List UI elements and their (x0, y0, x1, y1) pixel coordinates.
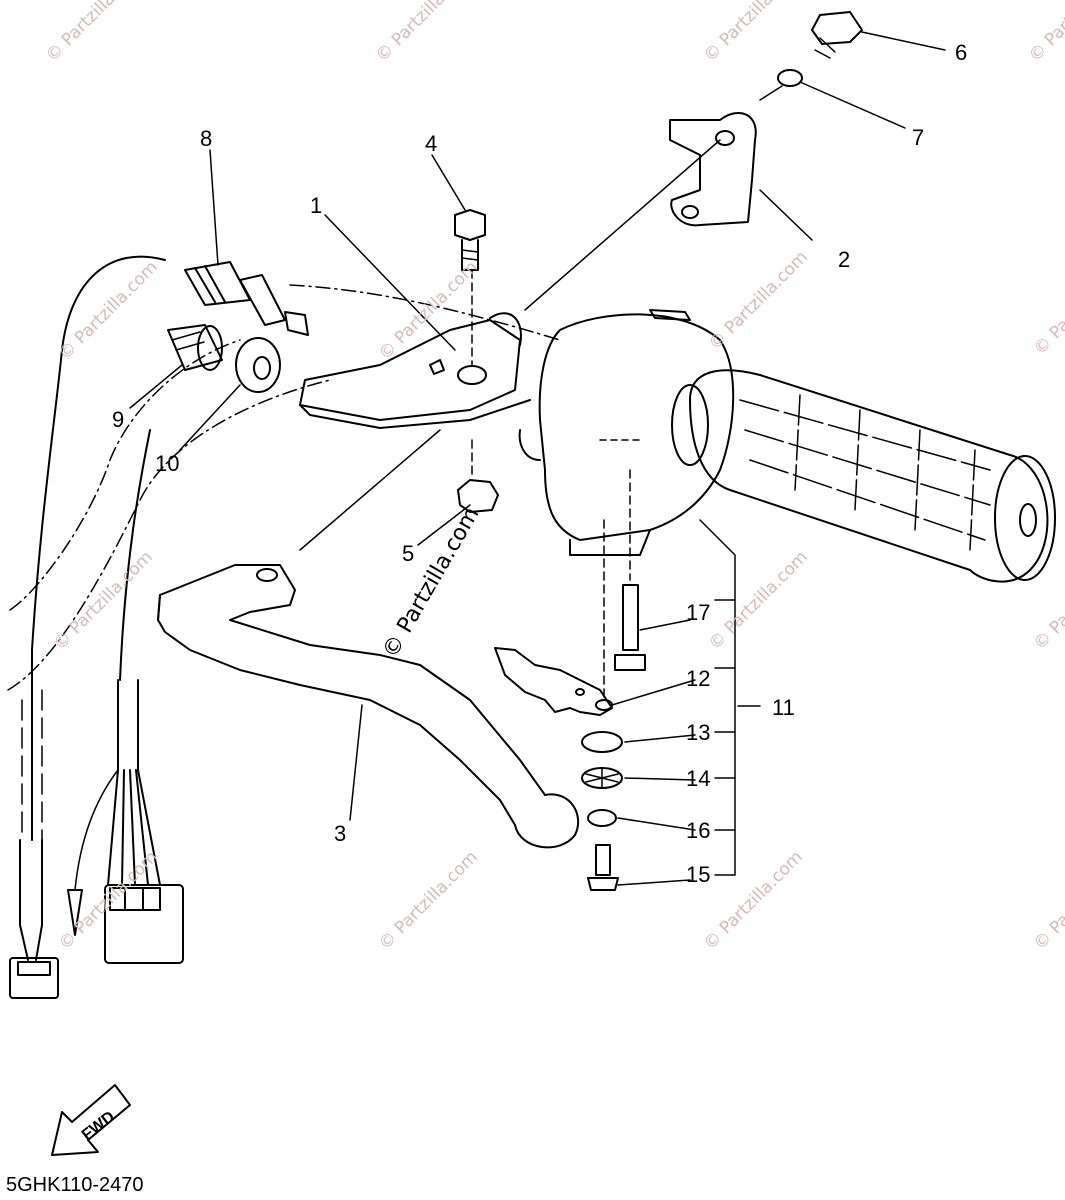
washer-icon (777, 69, 803, 87)
callout-12: 12 (686, 666, 711, 691)
callout-7: 7 (912, 125, 925, 150)
pivot-bolt-icon (454, 209, 486, 271)
clamp-screw-icon (811, 11, 863, 59)
lock-nut-icon (235, 337, 281, 393)
switch-housing-icon (518, 309, 735, 556)
star-washer-icon (581, 767, 623, 789)
callout-17: 17 (686, 600, 711, 625)
pivot-nut-icon (457, 479, 499, 513)
callout-13: 13 (686, 720, 711, 745)
callout-14: 14 (686, 766, 711, 791)
handlebar-centerline-lower (7, 379, 331, 691)
plain-washer-icon (581, 731, 623, 753)
callout-10: 10 (155, 451, 180, 476)
callout-11: 11 (772, 695, 795, 720)
switch-bracket-icon (494, 647, 613, 716)
fwd-arrow-icon (51, 1084, 131, 1156)
callout-4: 4 (425, 131, 438, 156)
spring-washer-icon (587, 809, 617, 827)
callout-3: 3 (334, 821, 347, 846)
callout-1: 1 (310, 193, 323, 218)
throttle-cable-break (21, 689, 43, 841)
callout-9: 9 (112, 407, 125, 432)
callout-2: 2 (838, 247, 851, 272)
handlebar-clamp-icon (669, 111, 757, 227)
handle-grip-icon (671, 369, 1056, 583)
fwd-label: FWD (79, 1108, 118, 1144)
throttle-cable-lower (19, 839, 43, 926)
handlebar-centerline (289, 284, 561, 341)
guide-line-left (9, 339, 241, 611)
switch-screw-icon (587, 844, 619, 891)
callout-6: 6 (955, 40, 968, 65)
part-code: 5GHK110-2470 (6, 1174, 144, 1196)
switch-bolt-icon (614, 584, 646, 671)
clutch-lever-icon (157, 564, 580, 849)
callout-8: 8 (200, 126, 213, 151)
leader-lines (129, 31, 946, 886)
callout-5: 5 (402, 541, 415, 566)
small-connector-icon (9, 924, 59, 999)
wiring-harness (67, 429, 184, 964)
callout-15: 15 (686, 862, 711, 887)
cable-adjuster-icon (184, 261, 309, 336)
pivot-hole (457, 365, 487, 385)
adjuster-nut-icon (167, 324, 223, 371)
callout-16: 16 (686, 818, 711, 843)
throttle-cable (31, 255, 166, 841)
lever-holder-icon (299, 312, 531, 429)
